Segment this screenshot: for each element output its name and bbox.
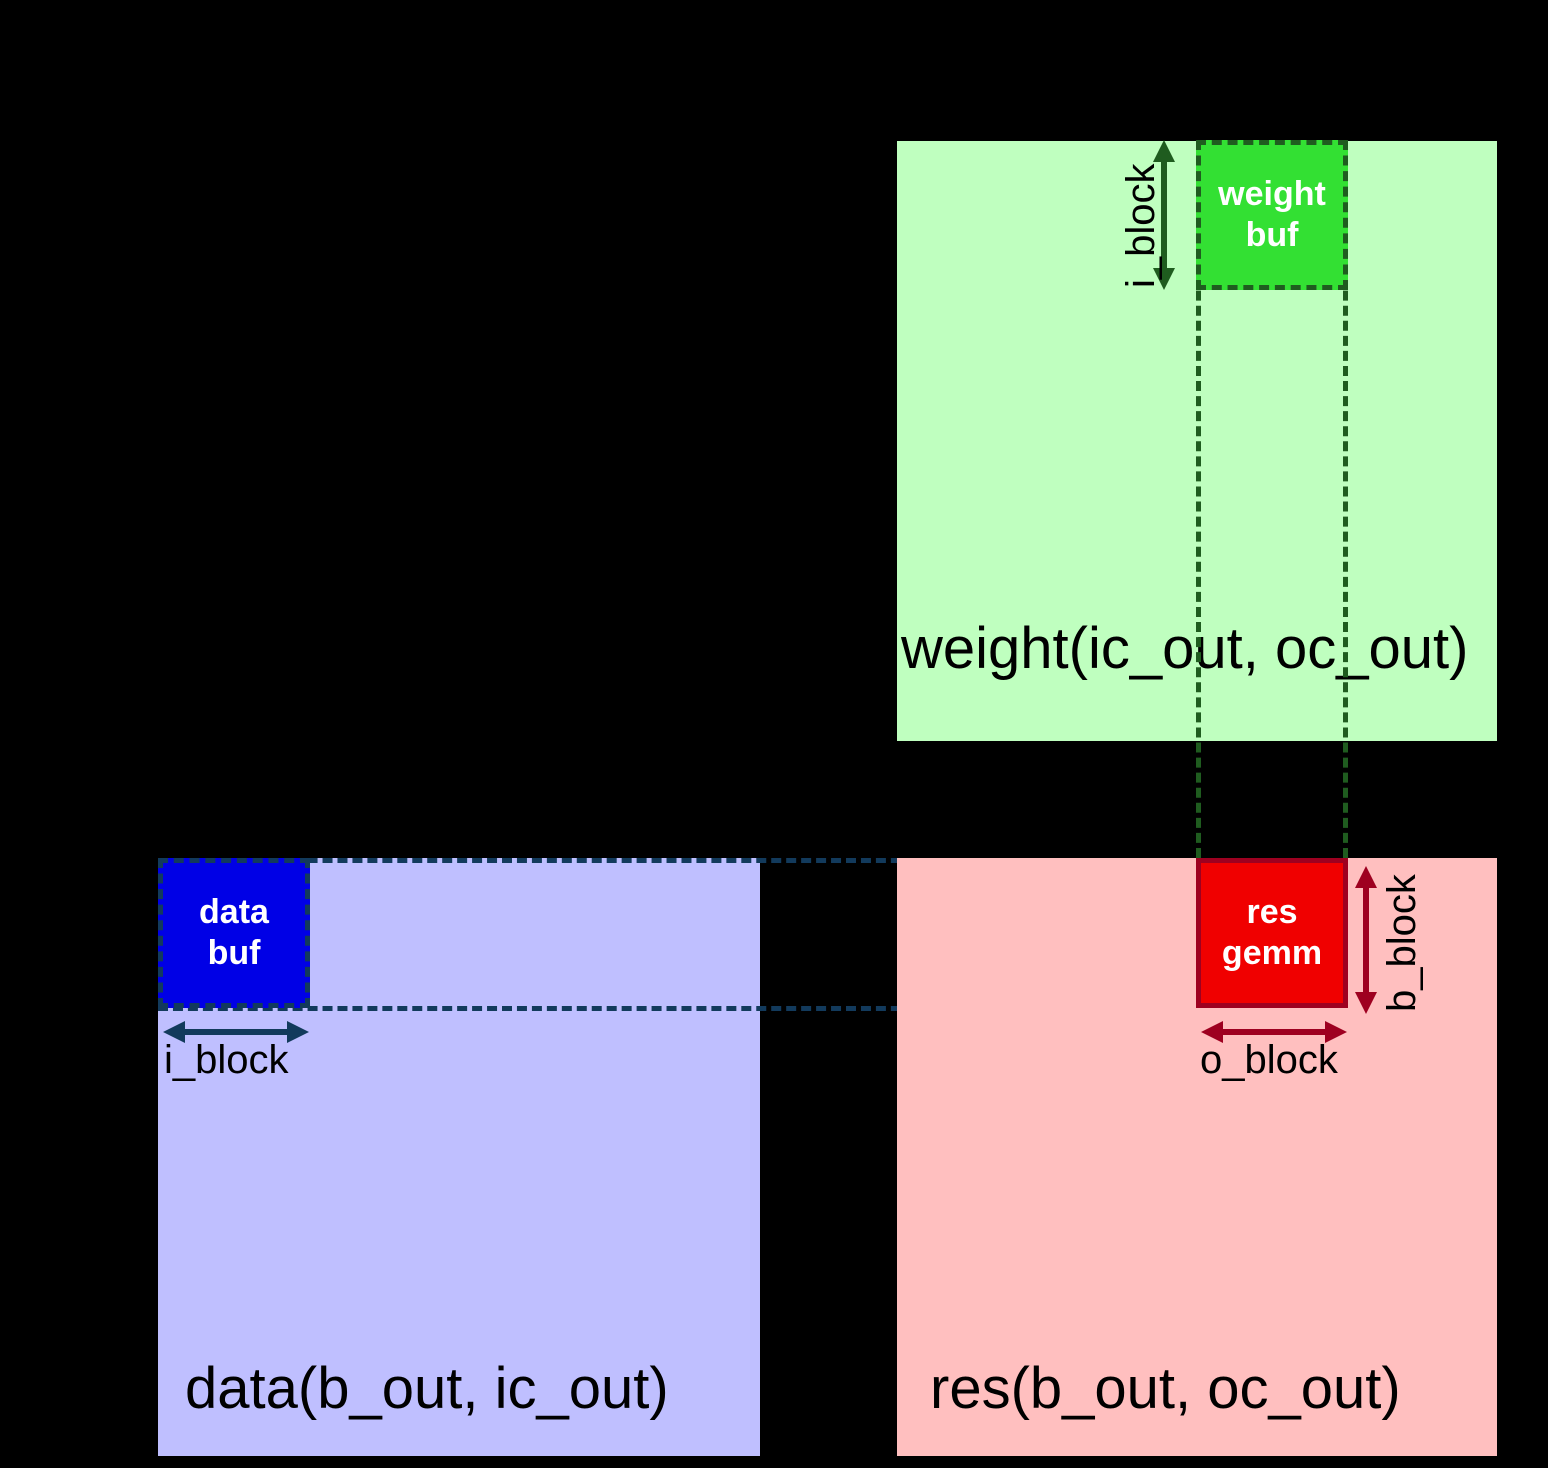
weight-buf-label-line2: buf <box>1245 216 1299 254</box>
weight-buf-label-line1: weight <box>1218 174 1326 213</box>
res-gemm-label-line2: gemm <box>1221 934 1323 972</box>
data-row-guide-top <box>158 858 1200 863</box>
res-matrix-caption: res(b_out, oc_out) <box>930 1356 1401 1421</box>
weight-matrix-caption: weight(ic_out, oc_out) <box>901 616 1469 681</box>
weight-column-guide-left <box>1196 140 1201 858</box>
data-buf-label-line2: buf <box>207 934 261 972</box>
data-buf-block[interactable]: data buf <box>158 858 310 1008</box>
i-block-vertical-label: i_block <box>1119 163 1163 288</box>
data-matrix-caption: data(b_out, ic_out) <box>185 1356 669 1421</box>
b-block-label-wrap: b_block <box>1378 862 1424 1014</box>
i-block-vertical-label-wrap: i_block <box>1117 140 1163 290</box>
b-block-arrow-icon <box>1352 866 1380 1014</box>
o-block-label: o_block <box>1200 1038 1338 1082</box>
i-block-horizontal-label: i_block <box>164 1038 289 1082</box>
data-row-guide-bottom <box>158 1006 1200 1011</box>
i-block-vertical-arrow-icon <box>1150 140 1178 290</box>
i-block-horizontal-arrow-icon <box>163 1018 309 1046</box>
weight-buf-block[interactable]: weight buf <box>1196 140 1348 290</box>
o-block-arrow-icon <box>1201 1018 1347 1046</box>
b-block-label: b_block <box>1380 874 1424 1012</box>
weight-column-guide-right <box>1343 140 1348 858</box>
data-buf-label-line1: data <box>199 892 269 931</box>
res-gemm-block[interactable]: res gemm <box>1196 858 1348 1008</box>
res-gemm-label-line1: res <box>1246 892 1298 931</box>
